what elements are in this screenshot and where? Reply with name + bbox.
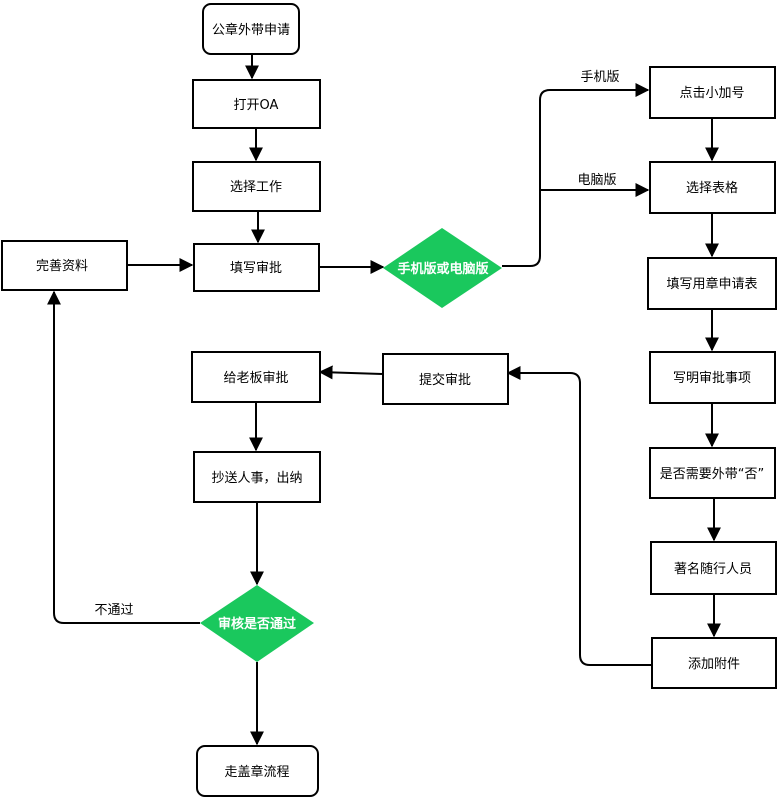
edge-submit-to-boss — [318, 365, 384, 380]
node-write-items-label: 写明审批事项 — [673, 371, 751, 386]
node-add-attachment-label: 添加附件 — [688, 657, 740, 672]
node-click-plus: 点击小加号 — [649, 66, 776, 119]
edge-decision-to-click-plus — [502, 83, 650, 267]
node-start: 公章外带申请 — [202, 3, 300, 55]
node-submit-approval-label: 提交审批 — [419, 372, 471, 388]
node-device-decision-label: 手机版或电脑版 — [397, 261, 488, 277]
node-need-take-out: 是否需要外带“否” — [649, 447, 776, 499]
node-cc-hr-cashier: 抄送人事，出纳 — [193, 451, 321, 503]
node-open-oa: 打开OA — [192, 79, 321, 129]
node-click-plus-label: 点击小加号 — [679, 86, 744, 101]
node-fill-approval: 填写审批 — [193, 243, 320, 292]
node-fill-seal-form-label: 填写用章申请表 — [666, 276, 757, 292]
node-seal-process-label: 走盖章流程 — [224, 764, 289, 780]
node-select-work: 选择工作 — [192, 161, 321, 212]
node-sign-companions: 著名随行人员 — [650, 541, 777, 595]
node-fill-approval-label: 填写审批 — [230, 261, 282, 276]
node-open-oa-label: 打开OA — [234, 98, 279, 113]
node-select-form-label: 选择表格 — [686, 180, 738, 196]
node-device-decision: 手机版或电脑版 — [383, 228, 502, 308]
node-seal-process: 走盖章流程 — [196, 745, 319, 797]
node-review-decision-label: 审核是否通过 — [218, 616, 296, 632]
node-cc-hr-cashier-label: 抄送人事，出纳 — [211, 471, 302, 486]
node-need-take-out-label: 是否需要外带“否” — [660, 467, 764, 482]
edge-add-attachment-to-submit — [506, 366, 652, 666]
node-boss-approval-label: 给老板审批 — [223, 371, 288, 386]
edge-review-to-complete-info — [47, 290, 200, 624]
node-add-attachment: 添加附件 — [651, 637, 777, 689]
node-write-items: 写明审批事项 — [649, 351, 776, 404]
node-boss-approval: 给老板审批 — [191, 351, 321, 403]
node-complete-info: 完善资料 — [1, 240, 128, 291]
node-select-form: 选择表格 — [649, 161, 776, 214]
edges — [47, 54, 721, 746]
node-submit-approval: 提交审批 — [382, 353, 509, 405]
edge-label-desktop: 电脑版 — [577, 173, 616, 188]
node-start-label: 公章外带申请 — [212, 22, 290, 38]
edge-label-not-passed: 不通过 — [94, 603, 133, 618]
node-fill-seal-form: 填写用章申请表 — [647, 257, 777, 310]
edge-label-mobile: 手机版 — [580, 70, 619, 85]
node-review-decision: 审核是否通过 — [200, 585, 314, 662]
node-complete-info-label: 完善资料 — [36, 258, 88, 274]
node-sign-companions-label: 著名随行人员 — [674, 561, 752, 577]
node-select-work-label: 选择工作 — [230, 180, 282, 195]
